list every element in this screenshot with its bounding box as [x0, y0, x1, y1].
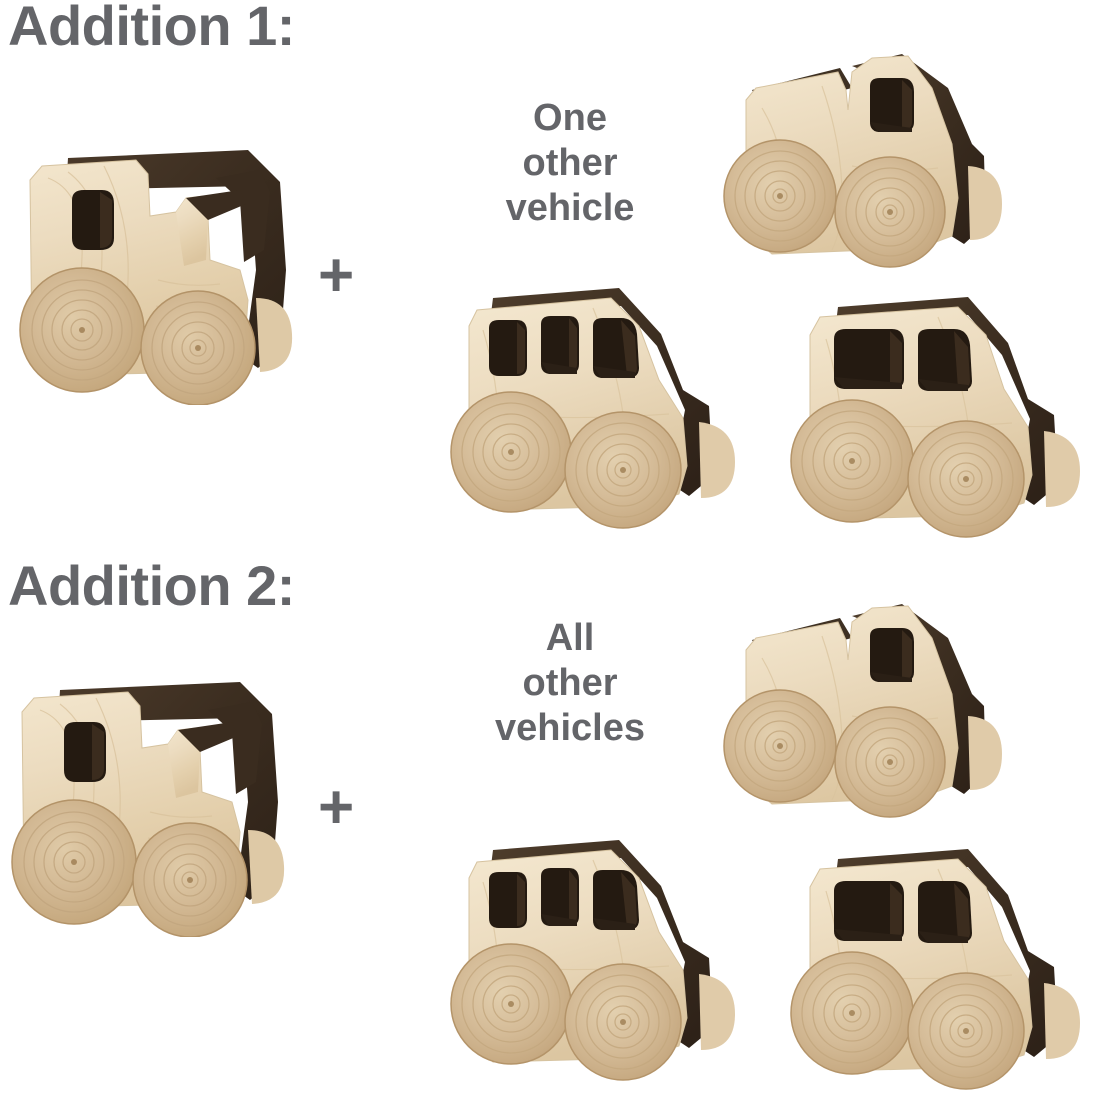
toy-bus [443, 280, 753, 545]
caption-line-1: All [545, 617, 595, 659]
group-caption: All other vehicles [420, 616, 720, 750]
toy-train [8, 120, 313, 405]
toy-truck [712, 598, 1012, 853]
toy-train [0, 652, 305, 937]
caption-line-2: other [522, 661, 618, 704]
caption-line-1: One [533, 97, 607, 139]
toy-truck [712, 48, 1012, 303]
plus-operator: + [318, 773, 355, 842]
caption-line-3: vehicles [495, 706, 645, 749]
toy-car [782, 837, 1092, 1102]
addition-2-section: Addition 2: [0, 550, 1100, 1100]
plus-operator: + [318, 241, 355, 310]
addition-1-section: Addition 1: [0, 0, 1100, 550]
section-1-title: Addition 1: [8, 0, 295, 57]
caption-line-2: other [522, 141, 618, 184]
caption-line-3: vehicle [505, 186, 635, 229]
toy-car [782, 285, 1092, 550]
group-caption: One other vehicle [420, 96, 720, 230]
section-2-title: Addition 2: [8, 554, 295, 617]
toy-bus [443, 832, 753, 1097]
